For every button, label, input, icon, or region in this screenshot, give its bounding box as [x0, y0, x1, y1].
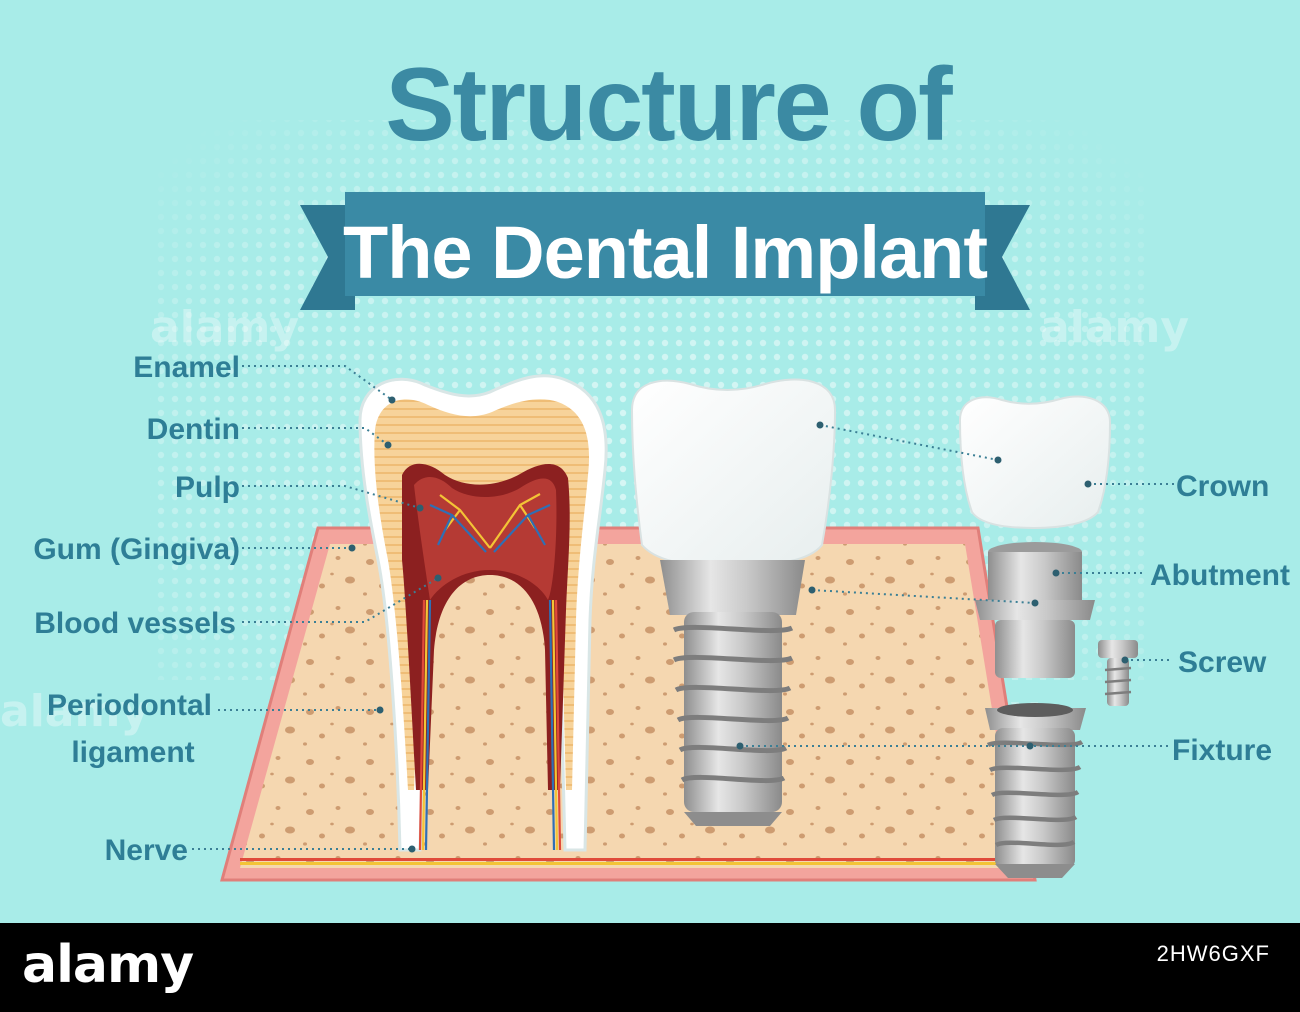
- bone-spots: [240, 544, 1018, 868]
- title-line1: Structure of: [385, 47, 953, 163]
- ribbon-left-tail: [300, 205, 355, 310]
- label-ligament: ligament: [71, 736, 194, 769]
- exploded-implant: [958, 395, 1138, 878]
- watermark-2: alamy: [1040, 302, 1189, 353]
- jaw-section: [220, 526, 1037, 882]
- footer-bar: alamy 2HW6GXF: [0, 923, 1300, 1012]
- title-line2: The Dental Implant: [343, 211, 987, 294]
- label-fixture: Fixture: [1172, 734, 1272, 767]
- label-enamel: Enamel: [133, 351, 240, 384]
- footer-image-id: 2HW6GXF: [1156, 941, 1270, 966]
- leader-crown-installed: [819, 424, 999, 461]
- watermark-1: alamy: [150, 302, 299, 353]
- label-abutment: Abutment: [1150, 559, 1290, 592]
- label-crown: Crown: [1176, 470, 1269, 503]
- label-pulp: Pulp: [175, 471, 240, 504]
- labels: Enamel Dentin Pulp Gum (Gingiva) Blood v…: [33, 351, 1290, 867]
- blood-vessel-branches: [418, 493, 562, 851]
- ribbon-right-tail: [975, 205, 1030, 310]
- label-nerve: Nerve: [105, 834, 188, 867]
- part-abutment: [975, 542, 1095, 678]
- leader-enamel: [242, 365, 393, 401]
- installed-crown: [630, 378, 837, 568]
- installed-abutment: [660, 560, 805, 615]
- leader-abutment-installed: [811, 589, 1036, 604]
- label-blood-vessels: Blood vessels: [34, 607, 236, 640]
- natural-tooth: [358, 374, 608, 852]
- nerve-line-red: [240, 858, 1018, 861]
- dental-diagram: alamy alamy alamy alamy Structure of The…: [0, 0, 1300, 923]
- label-screw: Screw: [1178, 646, 1267, 679]
- label-gum: Gum (Gingiva): [33, 533, 240, 566]
- label-dentin: Dentin: [147, 413, 240, 446]
- nerve-line-yellow: [240, 862, 1018, 865]
- part-screw: [1098, 640, 1138, 706]
- leader-pulp: [242, 485, 421, 509]
- footer-logo: alamy: [22, 935, 194, 995]
- ribbon-band: [345, 192, 985, 296]
- label-periodontal: Periodontal: [47, 689, 212, 722]
- part-crown: [958, 395, 1112, 530]
- leader-lines: [192, 365, 1174, 850]
- leader-endpoints: [348, 396, 1129, 853]
- installed-implant: [630, 378, 837, 826]
- title-ribbon: The Dental Implant: [300, 192, 1030, 310]
- part-fixture: [985, 703, 1086, 878]
- watermark-3: alamy: [0, 686, 149, 737]
- installed-threads: [672, 624, 794, 784]
